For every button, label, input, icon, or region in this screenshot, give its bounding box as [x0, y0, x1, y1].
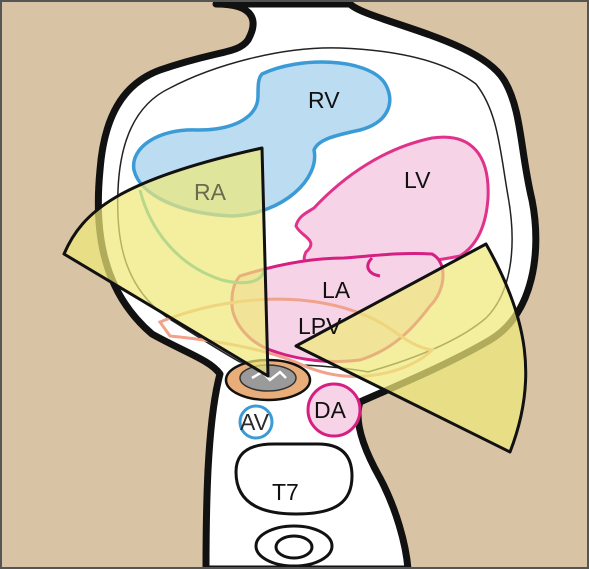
label-ra: RA	[194, 179, 227, 205]
probe-crystal	[251, 370, 287, 382]
label-rv: RV	[308, 87, 340, 113]
azygos-vein	[238, 404, 274, 440]
descending-aorta	[306, 382, 362, 438]
spinal-cord	[274, 534, 314, 560]
label-la: LA	[322, 277, 351, 303]
label-lpv: LPV	[298, 313, 342, 339]
label-av: AV	[240, 409, 270, 435]
label-da: DA	[314, 397, 347, 423]
left-atrium-notch	[366, 256, 381, 278]
label-t7: T7	[272, 479, 299, 505]
label-lv: LV	[404, 167, 431, 193]
vertebral-body	[234, 442, 354, 516]
scan-sector-left	[62, 146, 270, 378]
scan-sector-right	[294, 242, 528, 454]
